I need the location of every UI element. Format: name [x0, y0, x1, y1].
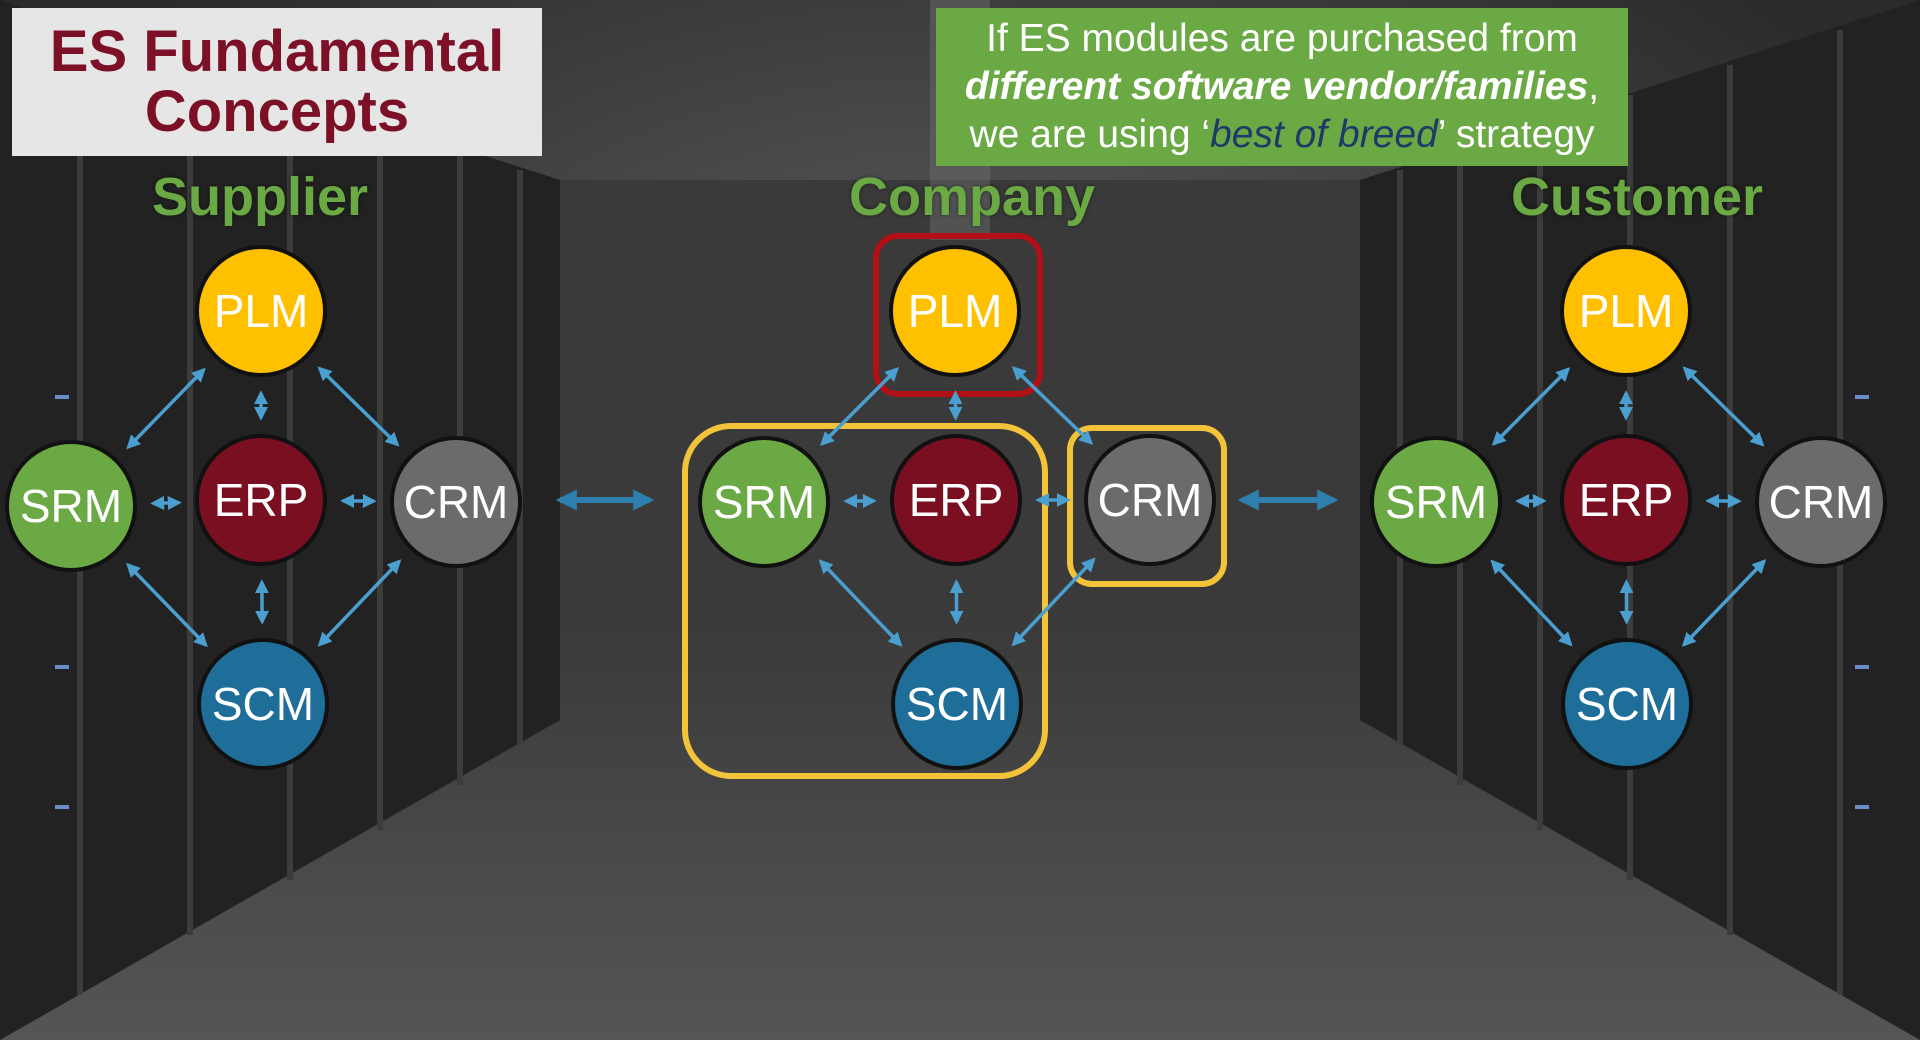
- company-erp-circle: [890, 434, 1022, 566]
- title-line-2: Concepts: [144, 79, 410, 144]
- company-plm-circle: [889, 245, 1021, 377]
- customer-arrow-srm-scm: [1490, 559, 1573, 647]
- supplier-crm-circle: [390, 436, 522, 568]
- company-erp-node: ERP: [890, 434, 1022, 566]
- group-title-company: Company: [848, 167, 1096, 227]
- company-scm-node: SCM: [891, 638, 1023, 770]
- company-crm-node: CRM: [1084, 434, 1216, 566]
- customer-plm-circle: [1560, 245, 1692, 377]
- company-arrow-srm-scm: [818, 559, 903, 647]
- company-scm-label: SCM: [906, 678, 1008, 730]
- supplier-srm-circle: [5, 440, 137, 572]
- company-srm-circle: [698, 436, 830, 568]
- customer-srm-circle: [1370, 436, 1502, 568]
- supplier-arrow-plm-srm: [126, 367, 206, 450]
- customer-erp-label: ERP: [1579, 474, 1674, 526]
- supplier-arrow-crm-scm: [317, 559, 402, 647]
- supplier-srm-node: SRM: [5, 440, 137, 572]
- callout-line-3: we are using ‘best of breed’ strategy: [969, 111, 1594, 159]
- supplier-plm-circle: [195, 245, 327, 377]
- customer-plm-node: PLM: [1560, 245, 1692, 377]
- customer-srm-node: SRM: [1370, 436, 1502, 568]
- callout-line-3-post: ’ strategy: [1437, 113, 1595, 156]
- supplier-scm-node: SCM: [197, 638, 329, 770]
- supplier-erp-label: ERP: [214, 474, 309, 526]
- company-scm-circle: [891, 638, 1023, 770]
- slide-title: ES Fundamental Concepts: [12, 8, 542, 156]
- company-srm-label: SRM: [713, 476, 815, 528]
- callout-line-3-pre: we are using ‘: [969, 113, 1211, 156]
- supplier-plm-label: PLM: [214, 285, 309, 337]
- company-plm-label: PLM: [908, 285, 1003, 337]
- customer-arrow-crm-scm: [1681, 559, 1767, 647]
- customer-erp-node: ERP: [1560, 434, 1692, 566]
- customer-erp-circle: [1560, 434, 1692, 566]
- company-arrow-crm-scm: [1011, 557, 1096, 647]
- company-crm-label: CRM: [1098, 474, 1203, 526]
- supplier-scm-label: SCM: [212, 678, 314, 730]
- best-of-breed-callout: If ES modules are purchased from differe…: [936, 8, 1628, 166]
- callout-line-2: different software vendor/families,: [965, 63, 1599, 111]
- company-srm-node: SRM: [698, 436, 830, 568]
- supplier-scm-circle: [197, 638, 329, 770]
- customer-scm-label: SCM: [1576, 678, 1678, 730]
- callout-emphasis: different software vendor/families: [964, 65, 1589, 108]
- customer-crm-circle: [1755, 436, 1887, 568]
- title-line-1: ES Fundamental: [49, 19, 505, 84]
- company-plm-node: PLM: [889, 245, 1021, 377]
- customer-crm-node: CRM: [1755, 436, 1887, 568]
- customer-crm-label: CRM: [1769, 476, 1874, 528]
- callout-line-1: If ES modules are purchased from: [986, 17, 1578, 60]
- company-arrow-plm-crm: [1011, 366, 1094, 445]
- group-title-customer: Customer: [1510, 167, 1764, 227]
- company-arrow-plm-srm: [820, 367, 899, 446]
- customer-scm-circle: [1561, 638, 1693, 770]
- supplier-erp-circle: [195, 434, 327, 566]
- customer-scm-node: SCM: [1561, 638, 1693, 770]
- supplier-plm-node: PLM: [195, 245, 327, 377]
- customer-arrow-plm-srm: [1491, 367, 1571, 446]
- customer-plm-label: PLM: [1579, 285, 1674, 337]
- customer-arrow-plm-crm: [1682, 366, 1765, 447]
- supplier-arrow-plm-crm: [317, 366, 400, 447]
- supplier-arrow-srm-scm: [126, 562, 208, 648]
- supplier-srm-label: SRM: [20, 480, 122, 532]
- customer-srm-label: SRM: [1385, 476, 1487, 528]
- company-erp-label: ERP: [909, 474, 1004, 526]
- supplier-crm-label: CRM: [404, 476, 509, 528]
- callout-best-of-breed: best of breed: [1210, 113, 1438, 156]
- callout-comma: ,: [1588, 65, 1600, 108]
- group-title-supplier: Supplier: [151, 167, 369, 227]
- supplier-arrow-srm-erp: [150, 495, 182, 511]
- company-crm-circle: [1084, 434, 1216, 566]
- supplier-crm-node: CRM: [390, 436, 522, 568]
- supplier-erp-node: ERP: [195, 434, 327, 566]
